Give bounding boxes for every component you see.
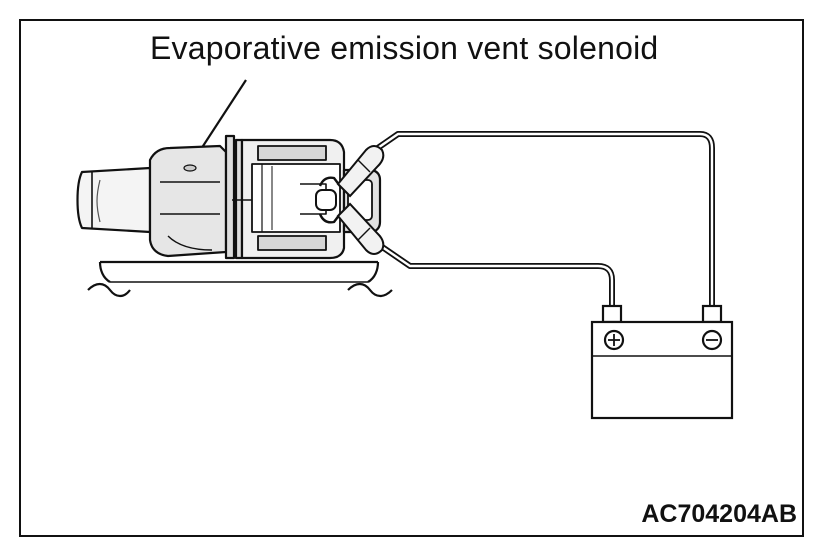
- clip-upper: [336, 145, 385, 198]
- jumper-leads: [369, 131, 715, 311]
- terminal-lower: [318, 213, 341, 224]
- positive-symbol: [603, 329, 625, 351]
- clip-lower: [336, 202, 385, 255]
- alligator-clips: [336, 145, 385, 255]
- solenoid-housing: [148, 144, 228, 258]
- battery-terminal-positive: [601, 304, 623, 324]
- battery-case: [590, 320, 734, 420]
- lead-positive: [369, 237, 615, 311]
- solenoid: [76, 134, 382, 260]
- component-label: Evaporative emission vent solenoid: [150, 30, 659, 66]
- figure-code: AC704204AB: [641, 500, 797, 528]
- negative-symbol: [701, 329, 723, 351]
- battery: [590, 304, 734, 420]
- hose-nipple: [76, 166, 152, 234]
- mounting-base: [87, 260, 393, 298]
- battery-terminal-negative: [701, 304, 723, 324]
- figure-border: [19, 19, 804, 537]
- terminal-upper: [318, 176, 341, 187]
- lead-negative: [369, 131, 715, 311]
